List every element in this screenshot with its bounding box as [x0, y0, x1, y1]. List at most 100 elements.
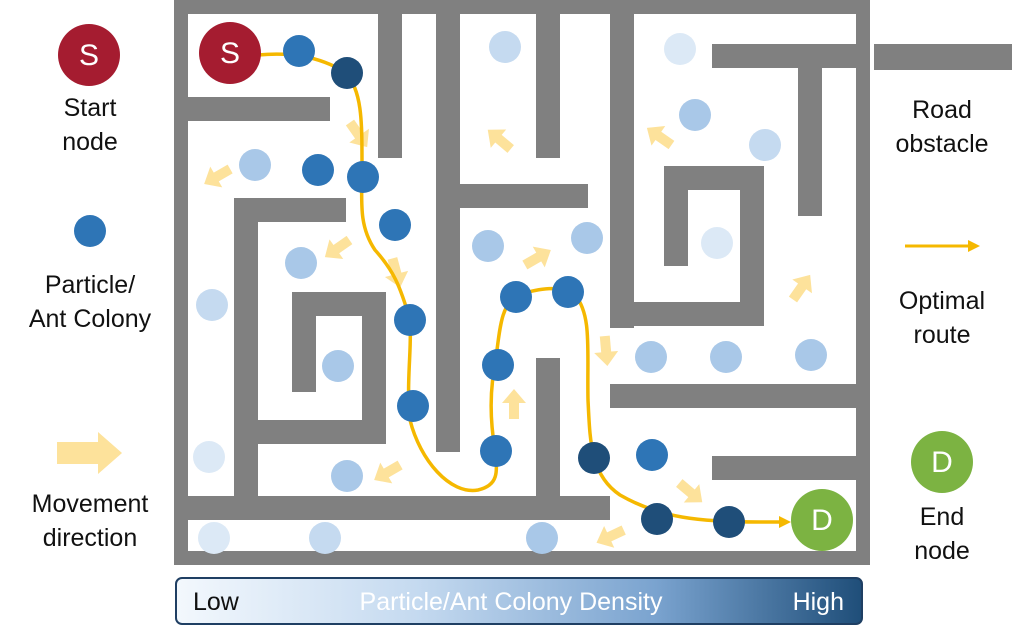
legend-movement-label-line1: Movement [31, 490, 149, 518]
particle [193, 441, 225, 473]
particle [331, 57, 363, 89]
maze-end-letter: D [811, 504, 833, 537]
movement-arrow [324, 235, 353, 259]
particle [679, 99, 711, 131]
particle [578, 442, 610, 474]
wall [740, 166, 764, 326]
legend-start-letter: S [79, 39, 99, 72]
particle [285, 247, 317, 279]
legend-end-label: End node [882, 500, 1002, 568]
legend-movement-label-line2: direction [42, 524, 138, 552]
movement-arrow [646, 126, 675, 150]
optimal-route-arrowhead [779, 516, 791, 528]
particles-high-density [283, 35, 745, 538]
legend-start-symbol: S [58, 24, 120, 86]
wall-outer-bottom [174, 551, 870, 565]
movement-arrow [676, 479, 703, 503]
wall-outer-left [174, 0, 188, 565]
movement-arrow [374, 460, 403, 484]
maze-start-letter: S [220, 37, 240, 70]
legend-obstacle-label-line2: obstacle [895, 130, 989, 158]
maze-start-node: S [199, 22, 261, 84]
density-bar: Low Particle/Ant Colony Density High [175, 577, 863, 625]
wall [664, 166, 688, 266]
particle [302, 154, 334, 186]
particle [749, 129, 781, 161]
legend-end-letter: D [931, 446, 953, 479]
density-bar-title: Particle/Ant Colony Density [360, 588, 663, 616]
particle [482, 349, 514, 381]
legend-obstacle-label: Road obstacle [872, 93, 1012, 161]
particle [664, 33, 696, 65]
particle [571, 222, 603, 254]
wall [712, 456, 870, 480]
legend-obstacle-label-line1: Road [912, 96, 972, 124]
particle [347, 161, 379, 193]
particle [641, 503, 673, 535]
particle [489, 31, 521, 63]
particle [322, 350, 354, 382]
movement-arrows [204, 119, 812, 548]
movement-arrow [204, 164, 233, 188]
particle [239, 149, 271, 181]
particles-low-density [193, 31, 827, 554]
density-high-label: High [793, 588, 844, 616]
wall [536, 358, 560, 508]
particle [713, 506, 745, 538]
particle [198, 522, 230, 554]
particle [472, 230, 504, 262]
wall [536, 0, 560, 158]
movement-arrow [384, 257, 409, 288]
legend-route-label: Optimal route [872, 284, 1012, 352]
legend-end-symbol: D [911, 431, 973, 493]
legend-route-symbol [905, 240, 980, 252]
legend-start-label-line1: Start [63, 94, 117, 122]
wall [610, 0, 634, 328]
density-low-label: Low [193, 588, 240, 616]
particle [636, 439, 668, 471]
legend-movement-arrow [57, 432, 122, 474]
particle [552, 276, 584, 308]
wall [610, 384, 870, 408]
particle [379, 209, 411, 241]
legend-obstacle-symbol [874, 44, 1012, 70]
wall [378, 0, 402, 158]
legend-movement-label: Movement direction [10, 487, 170, 555]
legend-route-label-line1: Optimal [898, 287, 986, 315]
wall [798, 44, 822, 216]
particle [397, 390, 429, 422]
particle [309, 522, 341, 554]
maze-end-node: D [791, 489, 853, 551]
movement-arrow [487, 129, 514, 153]
wall-outer-top [174, 0, 870, 14]
wall [712, 44, 870, 68]
particle [526, 522, 558, 554]
wall-outer-right [856, 0, 870, 565]
maze-walls [174, 0, 870, 565]
movement-arrow [345, 119, 369, 148]
legend-end-label-line2: node [914, 537, 970, 565]
wall [234, 198, 258, 498]
particle [795, 339, 827, 371]
legend-end-label-line1: End [919, 503, 965, 531]
particle [635, 341, 667, 373]
legend-particle-label-line2: Ant Colony [28, 305, 152, 333]
legend-start-label-line2: node [62, 128, 118, 156]
movement-arrow [522, 246, 551, 270]
legend-particle-symbol [74, 215, 106, 247]
wall [258, 420, 386, 444]
movement-arrow [788, 274, 812, 303]
wall [174, 97, 330, 121]
wall [436, 0, 460, 452]
wall [362, 292, 386, 444]
particle [196, 289, 228, 321]
particle [701, 227, 733, 259]
particle [500, 281, 532, 313]
particle [394, 304, 426, 336]
particle [331, 460, 363, 492]
movement-arrow [594, 335, 619, 366]
legend-particle-label: Particle/ Ant Colony [10, 268, 170, 336]
particle [710, 341, 742, 373]
legend-start-label: Start node [30, 91, 150, 159]
movement-arrow [596, 525, 626, 548]
